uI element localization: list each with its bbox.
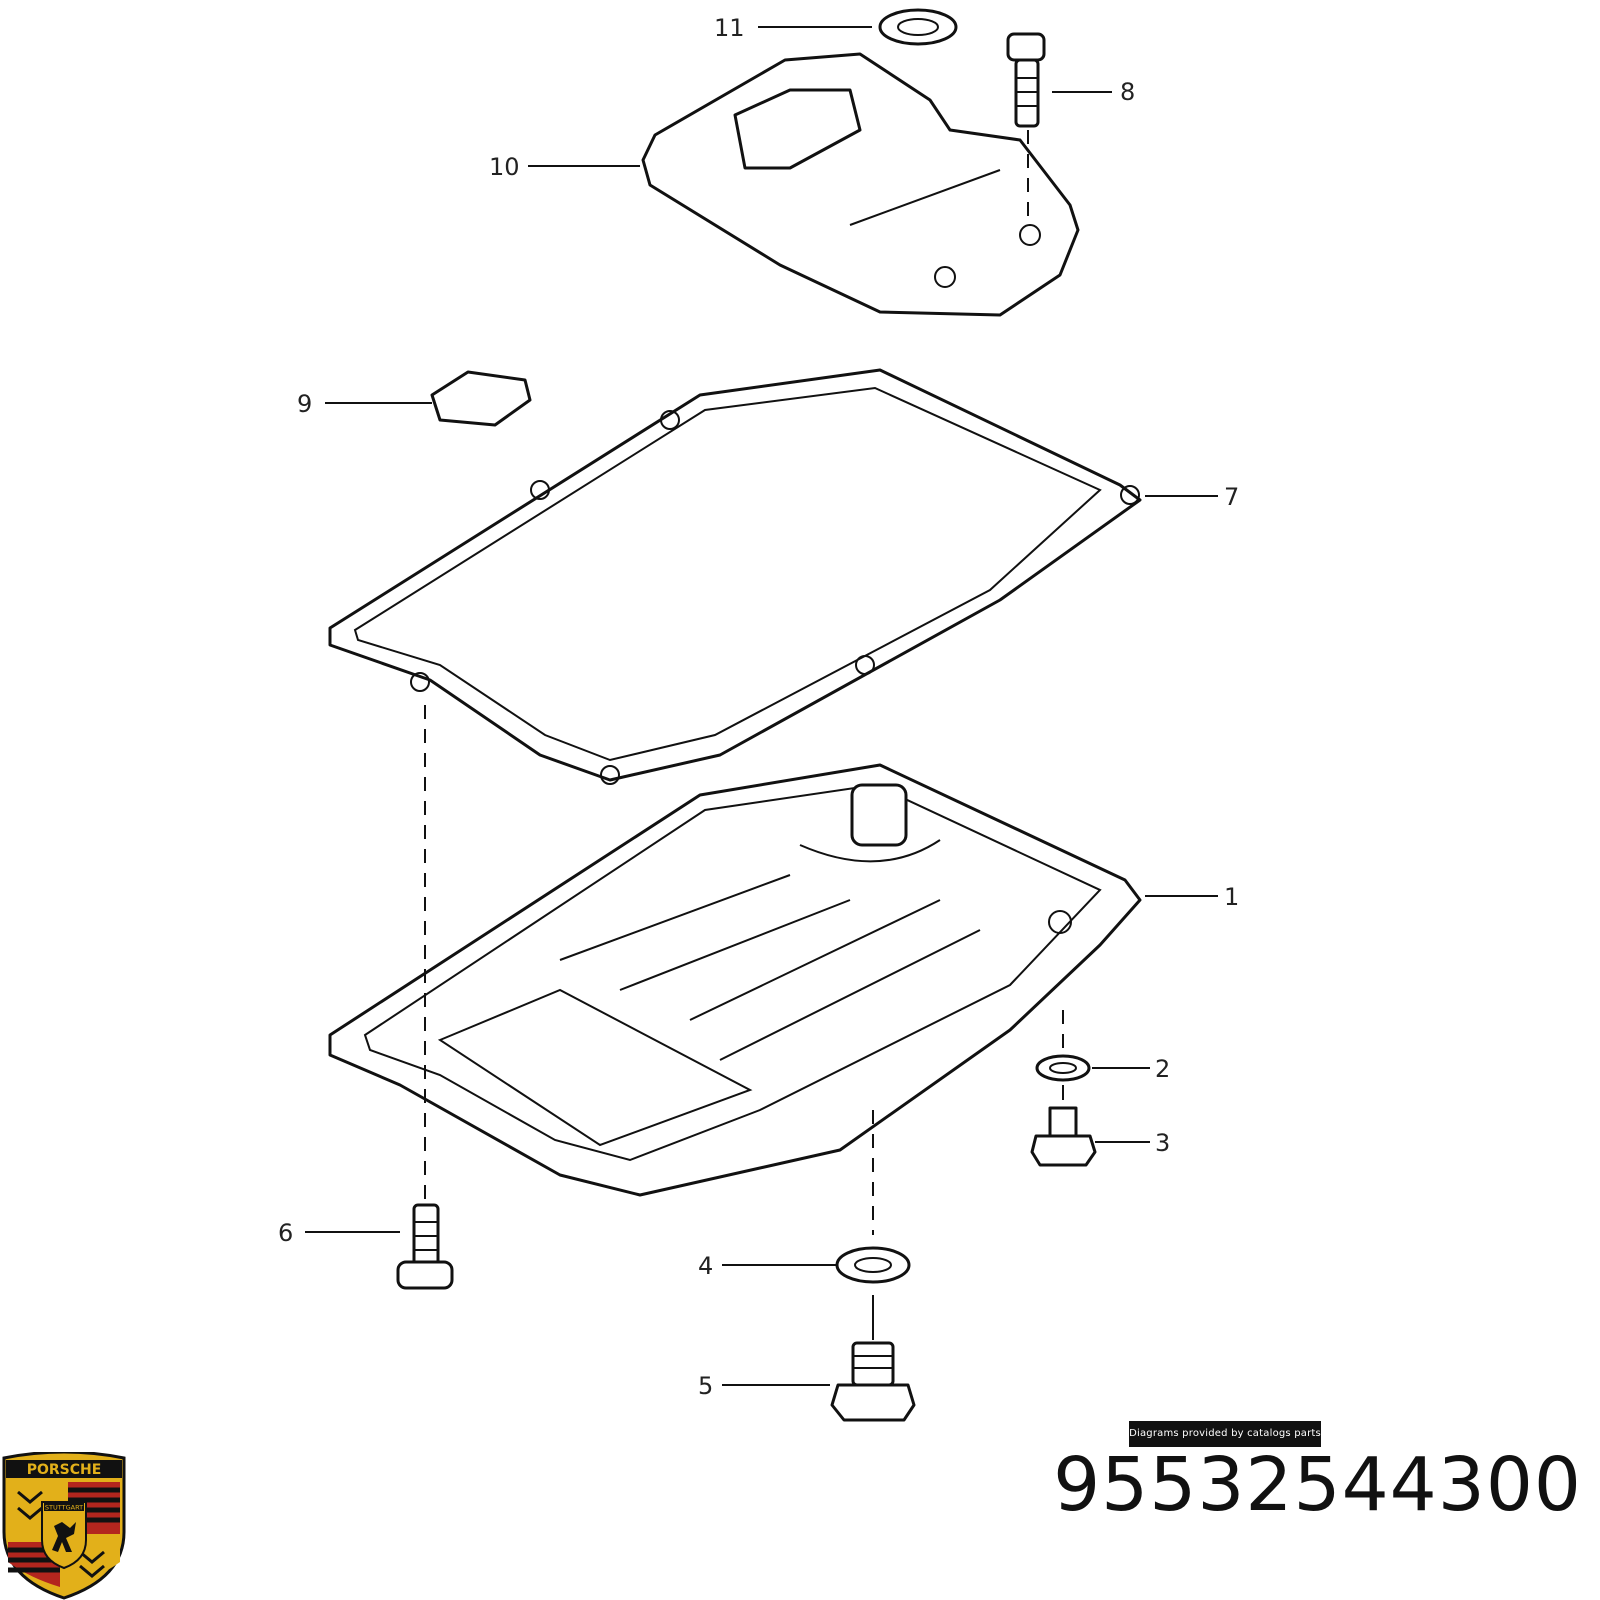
callout-3: 3 bbox=[1155, 1129, 1170, 1157]
part-1-oil-pan bbox=[328, 763, 1142, 1197]
callout-11: 11 bbox=[714, 14, 745, 42]
callout-7: 7 bbox=[1224, 483, 1239, 511]
horse-icon bbox=[52, 1522, 76, 1552]
part-5-drain-plug bbox=[830, 1341, 916, 1422]
porsche-crest-logo: PORSCHE STUTTGART bbox=[2, 1452, 126, 1600]
callout-6: 6 bbox=[278, 1219, 293, 1247]
callout-4: 4 bbox=[698, 1252, 713, 1280]
part-9-cap bbox=[430, 370, 532, 427]
part-2-washer bbox=[1035, 1054, 1091, 1082]
callout-9: 9 bbox=[297, 390, 312, 418]
crest-brand-text: PORSCHE bbox=[27, 1462, 102, 1478]
part-10-filter bbox=[641, 52, 1080, 317]
callout-8: 8 bbox=[1120, 78, 1135, 106]
part-6-bolt bbox=[396, 1203, 454, 1290]
callout-5: 5 bbox=[698, 1372, 713, 1400]
part-3-plug bbox=[1030, 1106, 1097, 1167]
diagram-credit-badge: Diagrams provided by catalogs parts bbox=[1129, 1421, 1321, 1447]
part-4-washer bbox=[835, 1246, 911, 1284]
callout-10: 10 bbox=[489, 153, 520, 181]
leader-lines bbox=[305, 26, 1218, 1386]
callout-1: 1 bbox=[1224, 883, 1239, 911]
part-7-gasket bbox=[328, 368, 1142, 785]
part-number: 95532544300 bbox=[1053, 1442, 1582, 1528]
crest-city-text: STUTTGART bbox=[45, 1504, 83, 1512]
callout-2: 2 bbox=[1155, 1055, 1170, 1083]
part-8-bolt bbox=[1006, 32, 1046, 128]
part-11-washer-ring bbox=[878, 8, 958, 46]
